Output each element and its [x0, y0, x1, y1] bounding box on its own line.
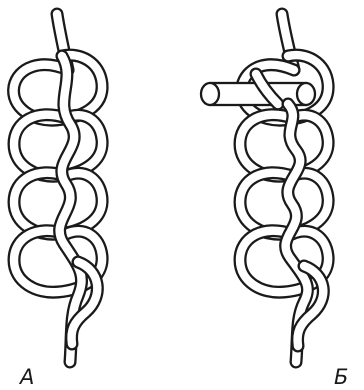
figure-label-b: Б — [334, 365, 348, 389]
chain-figure-b: Б — [201, 14, 348, 389]
figure-label-a: А — [18, 365, 34, 389]
chain-figure-a: А — [14, 14, 103, 389]
